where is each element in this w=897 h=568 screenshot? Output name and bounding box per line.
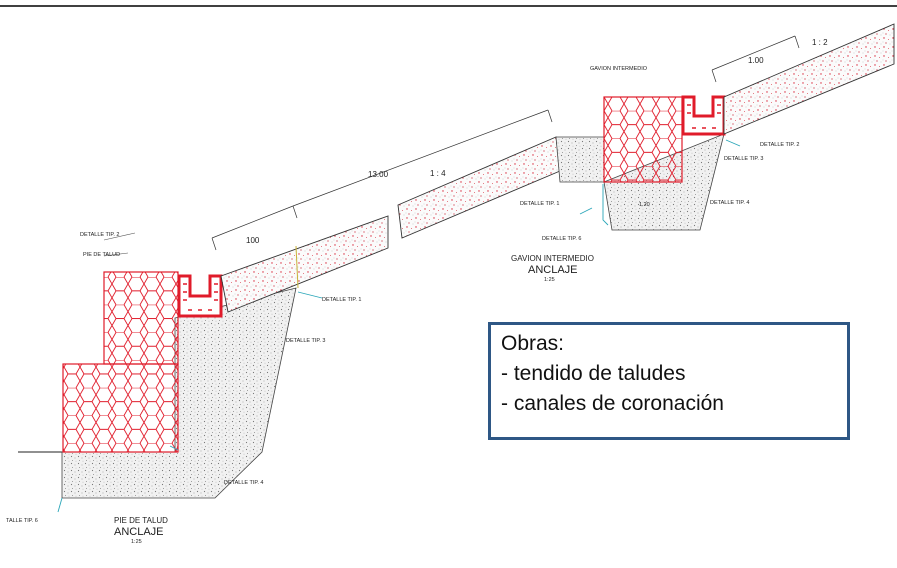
label-detalle-tip1-left: DETALLE TIP. 1 [322,297,361,303]
label-dim-100-right: 1.00 [748,56,764,65]
gabion-lower-left [62,363,179,453]
label-detalle-tip3-right: DETALLE TIP. 3 [724,156,763,162]
label-slope-ratio: 1 : 4 [430,169,446,178]
label-detalle-tip3-left: DETALLE TIP. 3 [286,338,325,344]
obras-item-canales: - canales de coronación [501,392,724,415]
label-detalle-tip2-left: DETALLE TIP. 2 [80,232,119,238]
title-anclaje-right: ANCLAJE [528,264,578,276]
gabion-intermediate [603,96,683,183]
gabion-upper-left [103,271,179,365]
obras-title: Obras: [501,332,565,355]
channel-left [177,274,223,318]
slope-band-2 [397,136,561,239]
label-detalle-tip6-left: TALLE TIP. 6 [6,518,38,524]
label-detalle-tip4-left: DETALLE TIP. 4 [224,480,263,486]
scale-right: 1:25 [544,277,555,283]
label-pie-de-talud-small: PIE DE TALUD [83,252,120,258]
scale-left: 1:25 [131,539,142,545]
gravel-transition [555,136,605,183]
slope-band-3 [723,23,895,135]
label-dim-120: 1.20 [639,202,650,208]
obras-callout-box: Obras: - tendido de taludes - canales de… [488,322,850,440]
label-slope-ratio-right: 1 : 2 [812,38,828,47]
label-detalle-tip2-right: DETALLE TIP. 2 [760,142,799,148]
label-detalle-tip1-right: DETALLE TIP. 1 [520,201,559,207]
label-dim-1300: 13.00 [368,170,389,179]
title-anclaje-left: ANCLAJE [114,526,164,538]
label-detalle-tip6-right: DETALLE TIP. 6 [542,236,581,242]
title-gavion-intermedio: GAVION INTERMEDIO [511,254,594,263]
label-detalle-tip4-right: DETALLE TIP. 4 [710,200,749,206]
channel-right [681,95,726,136]
label-gavion-intermedio-small: GAVION INTERMEDIO [590,66,648,72]
title-pie-de-talud: PIE DE TALUD [114,516,168,525]
slope-band-1 [220,215,389,313]
label-dim-100-left: 100 [246,236,260,245]
obras-item-tendido: - tendido de taludes [501,362,686,385]
